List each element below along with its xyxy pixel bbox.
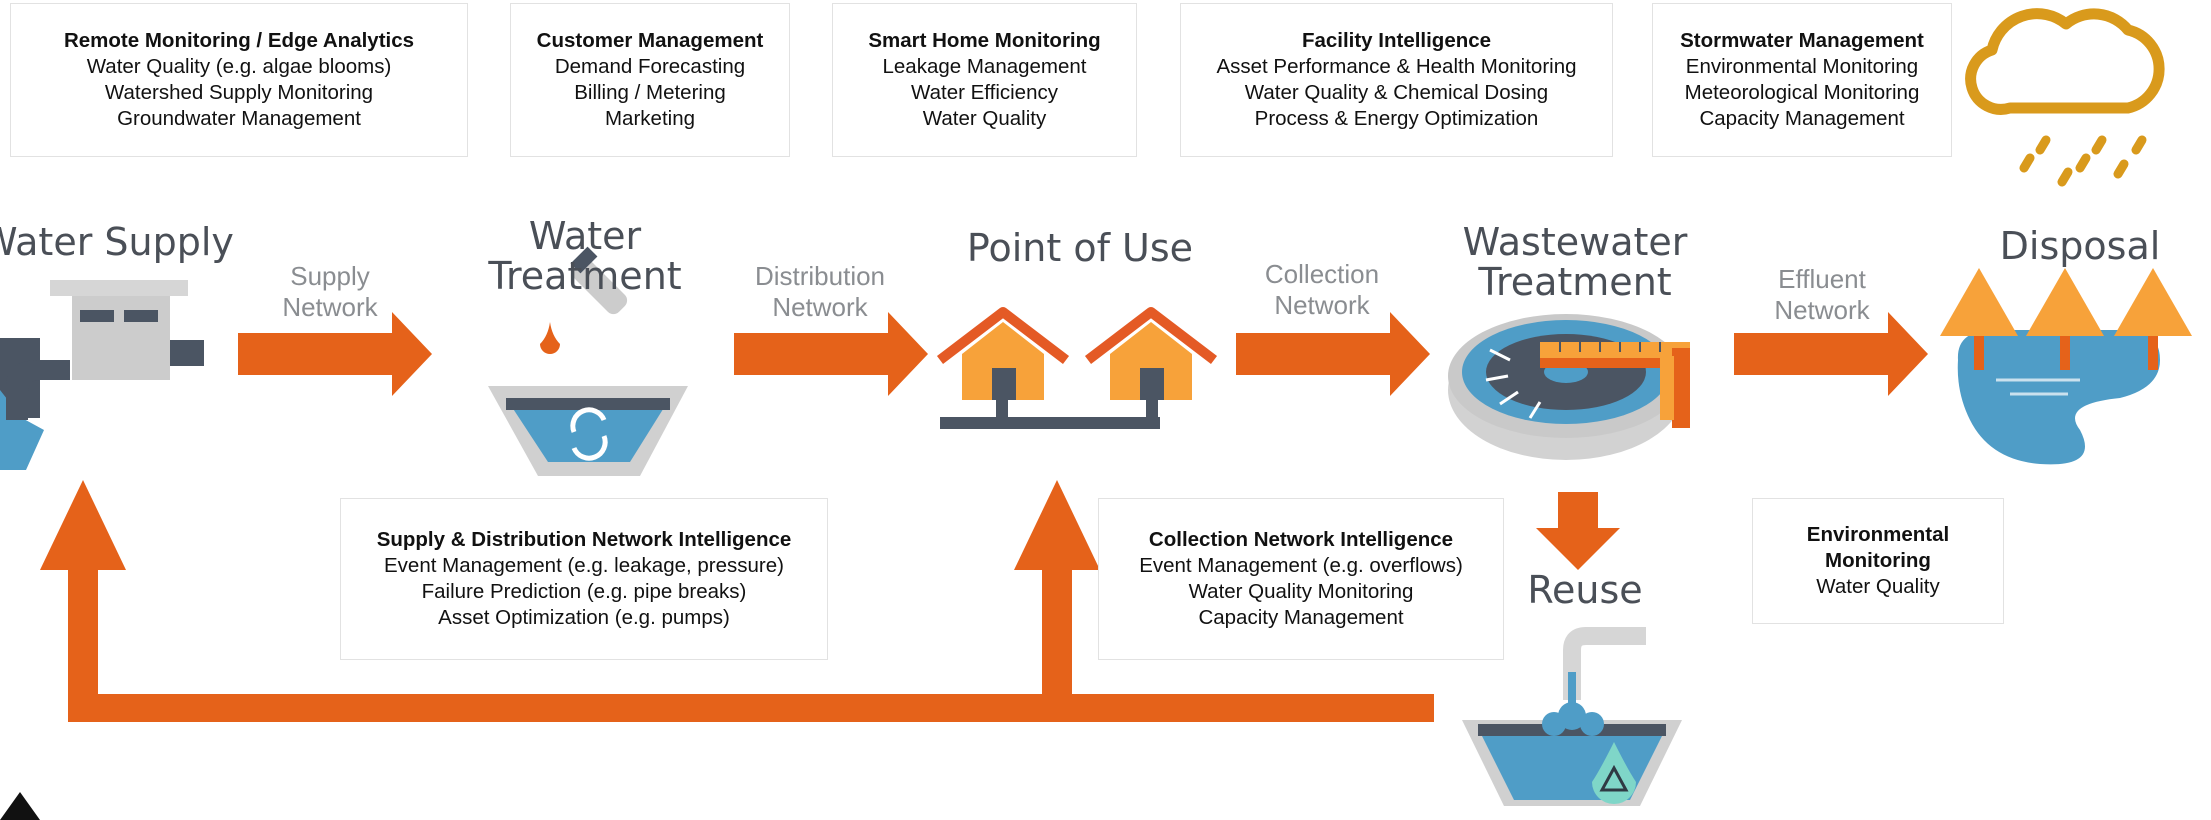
network-label-line: Effluent: [1778, 264, 1866, 294]
stage-point-of-use: Point of Use: [960, 228, 1200, 268]
stage-label: Point of Use: [966, 226, 1194, 270]
box-title: Remote Monitoring / Edge Analytics: [63, 29, 415, 52]
network-label-line: Network: [1774, 295, 1870, 325]
stormwater-management-box: Stormwater Management Environmental Moni…: [1652, 3, 1952, 157]
box-line: Capacity Management: [1198, 606, 1404, 629]
remote-monitoring-box: Remote Monitoring / Edge Analytics Water…: [10, 3, 468, 157]
box-line: Capacity Management: [1699, 107, 1905, 130]
distribution-network-label: Distribution Network: [740, 261, 900, 323]
box-title: Smart Home Monitoring: [868, 29, 1101, 52]
supply-arrow: [238, 312, 432, 396]
box-line: Water Quality: [1816, 575, 1940, 598]
return-loop-mid: [1042, 566, 1072, 722]
box-line: Event Management (e.g. overflows): [1139, 554, 1463, 577]
supply-network-label: Supply Network: [250, 261, 410, 323]
reuse-tank-icon: [1462, 627, 1682, 806]
collection-network-label: Collection Network: [1242, 259, 1402, 321]
trees-lake-icon: [1940, 268, 2192, 465]
flow-arrows: [40, 312, 1928, 722]
box-line: Water Quality: [922, 107, 1047, 130]
box-line: Marketing: [604, 107, 695, 130]
network-label-line: Supply: [290, 261, 370, 291]
customer-management-box: Customer Management Demand Forecasting B…: [510, 3, 790, 157]
stage-label-line: Treatment: [1478, 260, 1672, 304]
clarifier-tank-icon: [1448, 314, 1690, 460]
stage-label: Water Supply: [0, 220, 234, 264]
box-line: Watershed Supply Monitoring: [104, 81, 374, 104]
stage-label: Disposal: [1999, 224, 2161, 268]
box-line: Water Quality (e.g. algae blooms): [86, 55, 392, 78]
collection-network-intelligence-box: Collection Network Intelligence Event Ma…: [1098, 498, 1504, 660]
collection-arrow: [1236, 312, 1430, 396]
return-arrow-point-of-use: [1014, 480, 1100, 570]
smart-home-monitoring-box: Smart Home Monitoring Leakage Management…: [832, 3, 1137, 157]
houses-icon: [936, 307, 1218, 429]
network-label-line: Network: [282, 292, 378, 322]
stage-label: Reuse: [1527, 568, 1643, 612]
box-line: Billing / Metering: [574, 81, 726, 104]
facility-intelligence-box: Facility Intelligence Asset Performance …: [1180, 3, 1613, 157]
network-label-line: Collection: [1264, 259, 1380, 289]
box-line: Failure Prediction (e.g. pipe breaks): [421, 580, 747, 603]
box-line: Asset Performance & Health Monitoring: [1216, 55, 1577, 78]
corner-mark: [0, 792, 40, 820]
box-line: Asset Optimization (e.g. pumps): [438, 606, 730, 629]
effluent-arrow: [1734, 312, 1928, 396]
network-label-line: Network: [1274, 290, 1370, 320]
box-title: Collection Network Intelligence: [1148, 528, 1454, 551]
box-line: Environmental Monitoring: [1685, 55, 1919, 78]
stage-water-treatment: Water Treatment: [480, 216, 690, 296]
stage-label-line: Wastewater: [1462, 220, 1688, 264]
box-title-line: Environmental: [1806, 523, 1950, 546]
box-title: Supply & Distribution Network Intelligen…: [376, 528, 792, 551]
reuse-arrow: [1536, 492, 1620, 570]
box-line: Event Management (e.g. leakage, pressure…: [384, 554, 784, 577]
distribution-arrow: [734, 312, 928, 396]
box-title: Facility Intelligence: [1301, 29, 1492, 52]
stage-water-supply: Water Supply: [0, 220, 234, 264]
box-line: Process & Energy Optimization: [1254, 107, 1539, 130]
return-loop-left: [68, 566, 98, 722]
supply-distribution-network-intelligence-box: Supply & Distribution Network Intelligen…: [340, 498, 828, 660]
rain-cloud-icon: [1965, 8, 2165, 187]
stage-label-line: Water: [528, 214, 642, 258]
network-label-line: Network: [772, 292, 868, 322]
box-line: Water Quality Monitoring: [1188, 580, 1414, 603]
effluent-network-label: Effluent Network: [1742, 264, 1902, 326]
box-line: Leakage Management: [882, 55, 1087, 78]
box-title: Customer Management: [536, 29, 764, 52]
box-title: Stormwater Management: [1680, 29, 1924, 52]
box-line: Water Quality & Chemical Dosing: [1244, 81, 1549, 104]
environmental-monitoring-box: Environmental Monitoring Water Quality: [1752, 498, 2004, 624]
box-line: Meteorological Monitoring: [1684, 81, 1920, 104]
stage-disposal: Disposal: [1980, 226, 2180, 266]
stage-label-line: Treatment: [488, 254, 682, 298]
box-line: Demand Forecasting: [554, 55, 746, 78]
water-treatment-tank-icon: [488, 246, 688, 476]
box-line: Water Efficiency: [911, 81, 1058, 104]
water-supply-pump-icon: [0, 280, 204, 470]
box-line: Groundwater Management: [117, 107, 361, 130]
stage-wastewater-treatment: Wastewater Treatment: [1460, 222, 1690, 302]
return-loop-bottom: [68, 694, 1434, 722]
network-label-line: Distribution: [754, 261, 886, 291]
box-title-line: Monitoring: [1825, 549, 1931, 572]
stage-reuse: Reuse: [1500, 570, 1670, 610]
return-arrow-supply: [40, 480, 126, 570]
